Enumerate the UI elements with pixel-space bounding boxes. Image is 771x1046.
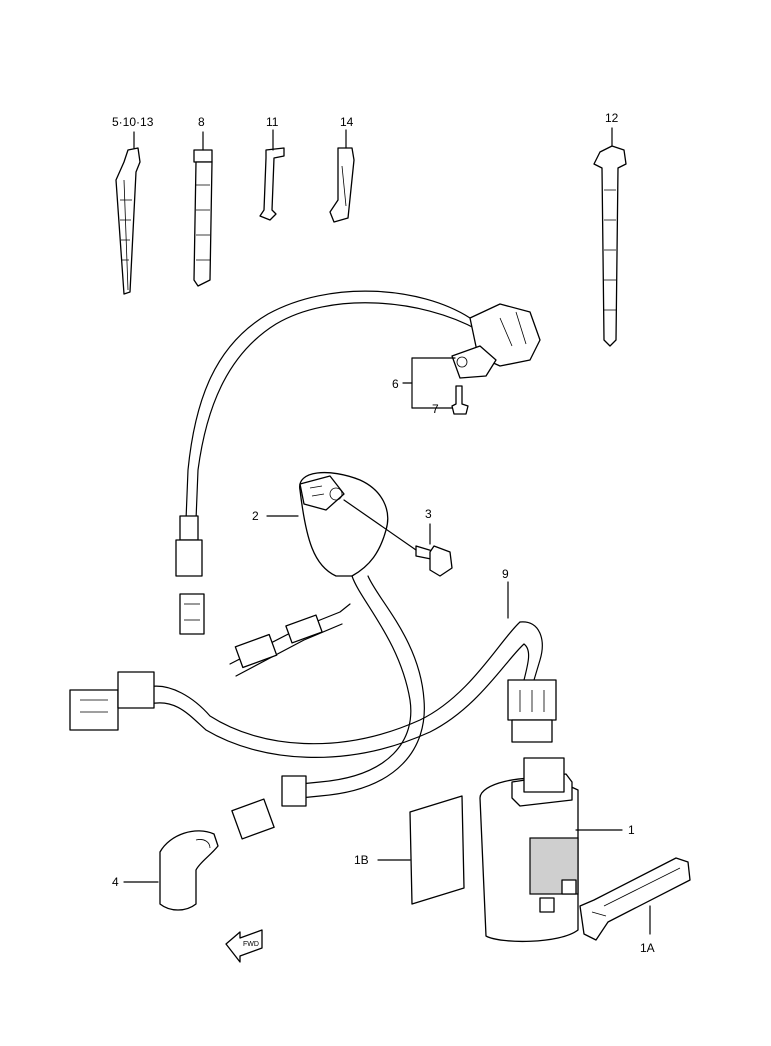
label-pickup-coil-6: 6 bbox=[392, 377, 399, 391]
tie-clamp-5-10-13 bbox=[115, 131, 141, 295]
label-tie-band-8: 8 bbox=[198, 115, 205, 129]
wiring-harness-9 bbox=[69, 575, 557, 840]
fwd-arrow: FWD bbox=[225, 929, 263, 963]
fwd-label: FWD bbox=[243, 941, 259, 948]
label-cap-4: 4 bbox=[112, 875, 119, 889]
cdi-unit-1 bbox=[479, 757, 579, 943]
pickup-connector bbox=[175, 515, 205, 635]
label-tie-12: 12 bbox=[605, 111, 619, 125]
clamp-14 bbox=[329, 129, 355, 223]
label-cdi-unit-1: 1 bbox=[628, 823, 635, 837]
cushion-1b bbox=[409, 795, 465, 905]
tie-12 bbox=[593, 127, 627, 347]
label-cushion-1b: 1B bbox=[354, 853, 369, 867]
cap-4 bbox=[159, 830, 219, 911]
label-bolt-3: 3 bbox=[425, 507, 432, 521]
ignition-coil-2 bbox=[299, 471, 389, 577]
label-clamps: 5·10·13 bbox=[112, 115, 154, 129]
bolt-3 bbox=[343, 499, 453, 577]
clamp-11 bbox=[259, 129, 285, 221]
screw-7 bbox=[451, 385, 469, 415]
label-clamp-14: 14 bbox=[340, 115, 354, 129]
label-band-1a: 1A bbox=[640, 941, 655, 955]
label-screw-7: 7 bbox=[432, 402, 439, 416]
label-wiring-harness-9: 9 bbox=[502, 567, 509, 581]
pickup-coil-6 bbox=[185, 290, 541, 521]
band-1a bbox=[579, 857, 691, 941]
tie-band-8 bbox=[193, 131, 213, 287]
label-clamp-11: 11 bbox=[266, 115, 279, 129]
leader-6-7 bbox=[402, 357, 456, 409]
label-ignition-coil-2: 2 bbox=[252, 509, 259, 523]
